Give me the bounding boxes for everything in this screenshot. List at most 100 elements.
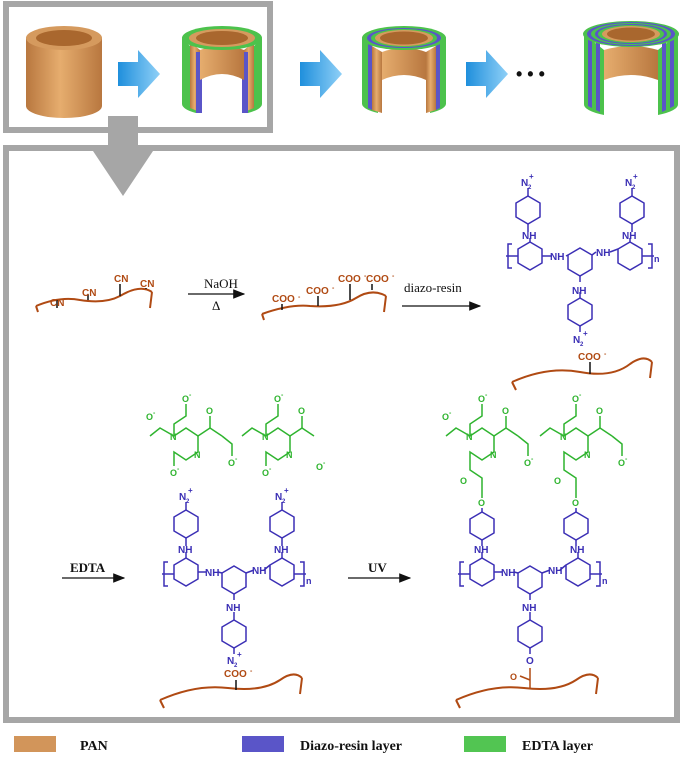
- svg-text:N: N: [275, 492, 282, 503]
- svg-text:NH: NH: [596, 248, 610, 259]
- svg-text:COO: COO: [366, 274, 389, 285]
- ellipsis: • • •: [516, 64, 545, 84]
- legend: PAN Diazo-resin layer EDTA layer: [14, 736, 593, 754]
- svg-text:+: +: [237, 650, 242, 659]
- svg-text:N: N: [625, 178, 632, 189]
- svg-text:-: -: [269, 466, 272, 473]
- svg-text:N: N: [560, 432, 567, 442]
- svg-text:N: N: [584, 450, 591, 460]
- svg-text:2: 2: [632, 185, 636, 191]
- diazo-resin-structure-3: [458, 508, 602, 654]
- svg-text:-: -: [189, 392, 192, 399]
- svg-text:2: 2: [186, 499, 190, 505]
- svg-text:-: -: [364, 273, 367, 280]
- svg-text:O: O: [262, 468, 269, 478]
- svg-text:-: -: [235, 456, 238, 463]
- svg-text:NH: NH: [501, 568, 515, 579]
- svg-text:O: O: [572, 498, 579, 508]
- reagent-edta: EDTA: [70, 560, 106, 575]
- tube-multilayer: [362, 26, 446, 115]
- svg-text:-: -: [485, 392, 488, 399]
- svg-text:-: -: [332, 285, 335, 292]
- svg-text:NH: NH: [570, 545, 584, 556]
- svg-text:-: -: [177, 466, 180, 473]
- svg-text:2: 2: [580, 342, 584, 348]
- svg-text:N: N: [490, 450, 497, 460]
- svg-text:COO: COO: [578, 352, 601, 363]
- svg-text:-: -: [579, 392, 582, 399]
- svg-text:N: N: [573, 335, 580, 346]
- svg-text:N: N: [227, 656, 234, 667]
- legend-label-edta: EDTA layer: [522, 739, 593, 754]
- legend-swatch-diazo: [242, 736, 284, 752]
- svg-text:O: O: [618, 458, 625, 468]
- svg-text:O: O: [442, 412, 449, 422]
- diazo-resin-labels-2: N 2 + N 2 + NH NH NH NH NH N 2 + n: [178, 486, 312, 669]
- svg-text:+: +: [284, 486, 289, 495]
- svg-text:O: O: [478, 394, 485, 404]
- svg-text:O: O: [478, 498, 485, 508]
- svg-text:N: N: [170, 432, 177, 442]
- diazo-resin-structure-2: [162, 502, 306, 654]
- svg-text:-: -: [604, 351, 607, 358]
- svg-text:NH: NH: [474, 545, 488, 556]
- svg-text:CN: CN: [140, 279, 154, 290]
- svg-text:-: -: [531, 456, 534, 463]
- svg-text:NH: NH: [522, 231, 536, 242]
- svg-text:O: O: [526, 656, 534, 667]
- svg-text:O: O: [510, 672, 517, 682]
- reagent-diazo-resin: diazo-resin: [404, 280, 462, 295]
- svg-text:O: O: [502, 406, 509, 416]
- svg-text:CN: CN: [50, 298, 64, 309]
- svg-text:-: -: [250, 668, 253, 675]
- svg-text:O: O: [316, 462, 323, 472]
- legend-label-diazo: Diazo-resin layer: [300, 739, 402, 754]
- svg-text:+: +: [583, 329, 588, 338]
- pan-cn-chain: CN CN CN CN: [35, 274, 154, 313]
- svg-text:NH: NH: [522, 603, 536, 614]
- edta-structure-right: [445, 404, 623, 498]
- pan-ester-surface: O: [455, 668, 599, 709]
- tube-many-layers: [583, 21, 679, 116]
- svg-text:+: +: [529, 172, 534, 181]
- svg-text:+: +: [188, 486, 193, 495]
- pan-coo-surface-2: COO -: [159, 668, 303, 709]
- blue-arrow-2: [300, 50, 342, 98]
- grey-down-arrow: [91, 116, 155, 196]
- svg-text:-: -: [392, 273, 395, 280]
- diazo-resin-labels-3: NH NH NH NH NH O n: [474, 545, 608, 667]
- svg-text:O: O: [146, 412, 153, 422]
- svg-text:CN: CN: [82, 288, 96, 299]
- diazo-resin-labels-1: N 2 + N 2 + NH NH NH NH NH N 2 + n: [521, 172, 660, 348]
- diazo-resin-structure-1: [506, 188, 654, 332]
- svg-text:2: 2: [282, 499, 286, 505]
- svg-text:NH: NH: [550, 252, 564, 263]
- svg-text:O: O: [524, 458, 531, 468]
- svg-text:O: O: [460, 476, 467, 486]
- tube-one-bilayer: [182, 26, 262, 115]
- svg-text:O: O: [596, 406, 603, 416]
- svg-text:O: O: [206, 406, 213, 416]
- svg-text:COO: COO: [306, 286, 329, 297]
- svg-text:CN: CN: [114, 274, 128, 285]
- svg-text:NH: NH: [226, 603, 240, 614]
- svg-text:N: N: [179, 492, 186, 503]
- svg-text:2: 2: [528, 185, 532, 191]
- svg-text:O: O: [170, 468, 177, 478]
- svg-text:NH: NH: [274, 545, 288, 556]
- svg-text:-: -: [625, 456, 628, 463]
- svg-text:NH: NH: [622, 231, 636, 242]
- svg-text:NH: NH: [205, 568, 219, 579]
- reaction-frame: [3, 145, 680, 723]
- svg-text:O: O: [182, 394, 189, 404]
- svg-text:NH: NH: [178, 545, 192, 556]
- svg-text:-: -: [281, 392, 284, 399]
- reagent-uv: UV: [368, 560, 387, 575]
- legend-swatch-pan: [14, 736, 56, 752]
- svg-text:O: O: [274, 394, 281, 404]
- svg-text:COO: COO: [338, 274, 361, 285]
- svg-text:-: -: [153, 410, 156, 417]
- svg-text:N: N: [194, 450, 201, 460]
- svg-text:O: O: [228, 458, 235, 468]
